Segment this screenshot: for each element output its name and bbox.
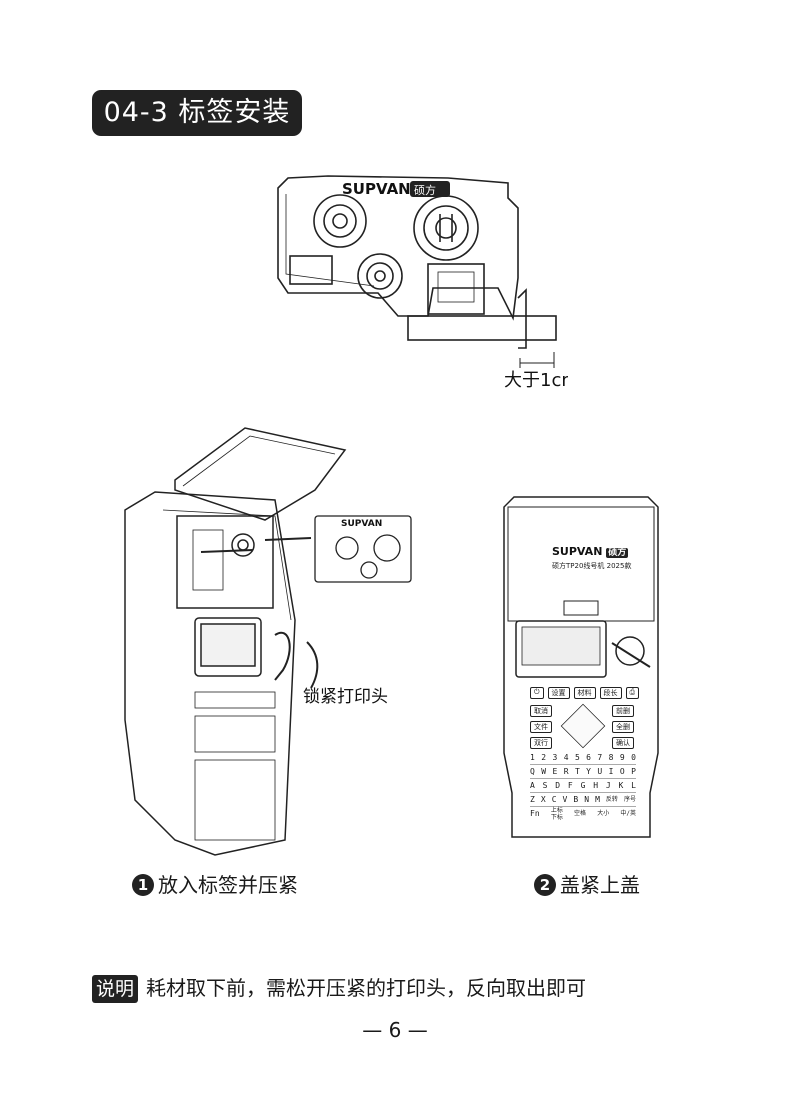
- space-key[interactable]: 空格: [574, 810, 587, 817]
- invert-key[interactable]: 反转: [605, 796, 618, 803]
- step-1-number: 1: [132, 874, 154, 896]
- segment-length-key[interactable]: 段长: [599, 687, 622, 699]
- confirm-key[interactable]: 确认: [612, 737, 634, 749]
- fn-key[interactable]: Fn: [530, 809, 540, 818]
- cassette-dimension-note: 大于1cm: [504, 370, 568, 391]
- cassette-brand-cn: 硕方: [414, 183, 436, 197]
- callout-lock-printhead: 锁紧打印头: [303, 687, 388, 707]
- section-title: 04-3 标签安装: [92, 90, 302, 136]
- note-tag: 说明: [92, 975, 139, 1003]
- backspace-key[interactable]: 前删: [612, 705, 634, 717]
- superscript-key[interactable]: 上标 下标: [550, 807, 563, 821]
- print-key[interactable]: ⎙: [625, 687, 640, 699]
- device-brand-cn: 硕方: [606, 548, 629, 558]
- note: 说明耗材取下前，需松开压紧的打印头，反向取出即可: [92, 974, 586, 1003]
- func-key-row: ⏻ 设置 材料 段长 ⎙: [530, 687, 640, 699]
- file-key[interactable]: 文件: [530, 721, 552, 733]
- step-2-number: 2: [534, 874, 556, 896]
- device-brand: SUPVAN 硕方: [552, 545, 629, 558]
- cancel-key[interactable]: 取消: [530, 705, 552, 717]
- serial-key[interactable]: 序号: [623, 796, 636, 803]
- case-key[interactable]: 大小: [597, 810, 610, 817]
- double-line-key[interactable]: 双行: [530, 737, 552, 749]
- bottom-row: Fn 上标 下标 空格 大小 中/英: [530, 807, 636, 821]
- device-closed-figure: SUPVAN 硕方 硕方TP20线号机 2025款 ⏻ 设置 材料 段长 ⎙ 取…: [500, 493, 662, 845]
- step-2-text: 盖紧上盖: [560, 873, 640, 897]
- svg-text:SUPVAN: SUPVAN: [341, 519, 382, 529]
- cassette-brand: SUPVAN: [342, 180, 411, 198]
- clear-all-key[interactable]: 全删: [612, 721, 634, 733]
- note-text: 耗材取下前，需松开压紧的打印头，反向取出即可: [146, 976, 587, 1000]
- device-open-figure: SUPVAN 锁紧打印头: [124, 427, 412, 856]
- material-key[interactable]: 材料: [573, 687, 596, 699]
- step-1-text: 放入标签并压紧: [158, 873, 298, 897]
- power-key[interactable]: ⏻: [530, 687, 544, 699]
- device-model: 硕方TP20线号机 2025款: [552, 562, 632, 570]
- lang-key[interactable]: 中/英: [620, 810, 636, 817]
- page-number: — 6 —: [362, 1018, 428, 1042]
- label-cassette-figure: SUPVAN 硕方 大于1cm: [277, 175, 568, 391]
- settings-key[interactable]: 设置: [547, 687, 570, 699]
